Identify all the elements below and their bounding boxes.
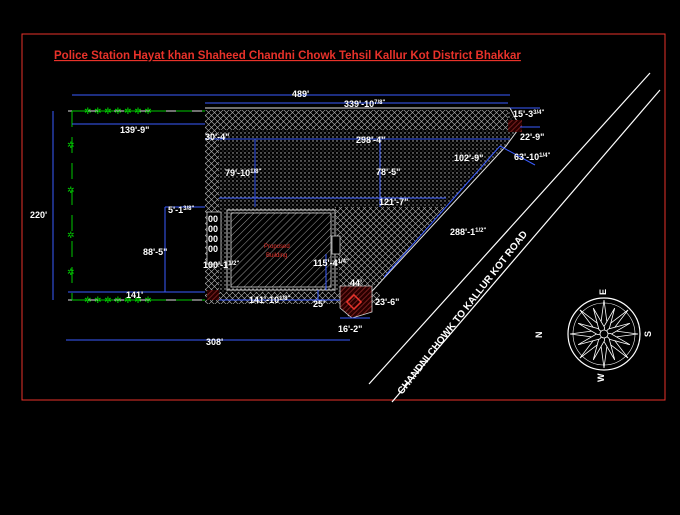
dim-inner-b: 78'-5" bbox=[376, 167, 400, 177]
svg-text:✲: ✲ bbox=[67, 140, 75, 150]
svg-text:00: 00 bbox=[208, 214, 218, 224]
road-label: CHANDNI CHOWK TO KALLUR KOT ROAD bbox=[396, 229, 530, 397]
dim-bldg-left: 100'-11/2" bbox=[203, 260, 240, 270]
building-label-line1: Proposed bbox=[264, 244, 290, 250]
compass-n: N bbox=[534, 332, 544, 339]
room-markers: 00 00 00 00 bbox=[206, 211, 222, 300]
compass-w: W bbox=[596, 373, 606, 382]
dim-bottom-mid: 141'-101/8" bbox=[249, 295, 291, 305]
dim-bldg-right: 115'-41/4" bbox=[313, 258, 349, 268]
compass-e: E bbox=[598, 289, 608, 295]
svg-text:✲ ✲ ✲ ✲ ✲ ✲: ✲ ✲ ✲ ✲ ✲ ✲ ✲ bbox=[84, 106, 152, 116]
dimension-labels: 489' 339'-107/8" 15'-33/4" 139'-9" 30'-4… bbox=[30, 89, 551, 347]
gate-structure bbox=[339, 120, 522, 319]
dim-inner-c: 102'-9" bbox=[454, 153, 483, 163]
dim-bottom-total: 308' bbox=[206, 337, 223, 347]
dim-left-top: 139'-9" bbox=[120, 125, 149, 135]
dim-bottom-small: 25' bbox=[313, 299, 325, 309]
compass-rose: N S E W bbox=[534, 289, 653, 382]
dim-left-mid: 88'-5" bbox=[143, 247, 167, 257]
dim-gate-a: 44' bbox=[350, 278, 362, 288]
dim-top-far-right: 15'-33/4" bbox=[513, 109, 544, 119]
dim-bottom-left: 141' bbox=[126, 290, 143, 300]
dim-inner-d: 121'-7" bbox=[379, 197, 408, 207]
dim-left-height: 220' bbox=[30, 210, 47, 220]
dim-top-right-part: 339'-107/8" bbox=[344, 99, 386, 109]
dim-diag: 288'-11/2" bbox=[450, 227, 487, 237]
dim-small-left: 5'-13/8" bbox=[168, 205, 194, 215]
svg-text:00: 00 bbox=[208, 224, 218, 234]
building-label-line2: Building bbox=[266, 253, 287, 259]
drawing-border bbox=[21, 33, 666, 401]
dim-mid-center: 298'-4" bbox=[356, 135, 385, 145]
svg-text:✲: ✲ bbox=[67, 230, 75, 240]
proposed-building: Proposed Building bbox=[226, 209, 341, 291]
svg-text:00: 00 bbox=[208, 244, 218, 254]
compass-s: S bbox=[643, 331, 653, 337]
dim-right-mid: 63'-101/4" bbox=[514, 152, 551, 162]
svg-text:00: 00 bbox=[208, 234, 218, 244]
dim-gate-c: 16'-2" bbox=[338, 324, 362, 334]
dim-mid-left: 30'-4" bbox=[205, 132, 229, 142]
svg-text:✲: ✲ bbox=[67, 267, 75, 277]
tree-line: ✲ ✲ ✲ ✲ ✲ ✲ ✲ ✲ ✲ ✲ ✲ ✲ ✲ ✲ ✲ ✲ ✲ ✲ bbox=[67, 106, 205, 305]
dim-right-small: 22'-9" bbox=[520, 132, 544, 142]
dim-gate-b: 23'-6" bbox=[375, 297, 399, 307]
drawing-title: Police Station Hayat khan Shaheed Chandn… bbox=[54, 50, 521, 62]
dim-inner-a: 79'-101/8" bbox=[225, 168, 262, 178]
dimension-lines bbox=[52, 94, 540, 341]
svg-text:✲ ✲ ✲ ✲ ✲ ✲: ✲ ✲ ✲ ✲ ✲ ✲ ✲ bbox=[84, 295, 152, 305]
dim-top-total: 489' bbox=[292, 89, 309, 99]
svg-text:✲: ✲ bbox=[67, 185, 75, 195]
